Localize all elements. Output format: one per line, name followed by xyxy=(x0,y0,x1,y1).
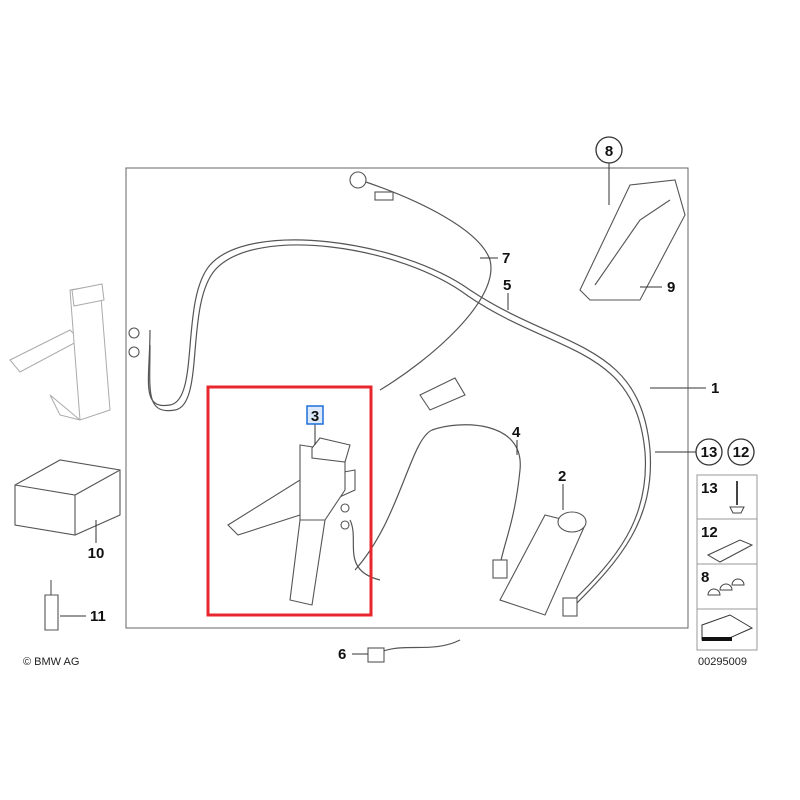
part-3-jack xyxy=(227,437,356,606)
legend-label-12: 12 xyxy=(701,524,718,541)
copyright: © BMW AG xyxy=(23,656,79,668)
assembly-frame xyxy=(125,167,689,629)
cable-clip-icon xyxy=(706,539,754,563)
callout-6[interactable]: 6 xyxy=(338,646,346,663)
legend-label-8: 8 xyxy=(701,569,709,586)
part-2-switch xyxy=(499,511,587,616)
callout-8[interactable]: 8 xyxy=(605,143,613,160)
diagram-number: 00295009 xyxy=(698,656,747,668)
callout-13[interactable]: 13 xyxy=(701,444,718,461)
callout-12[interactable]: 12 xyxy=(733,444,750,461)
callout-7[interactable]: 7 xyxy=(502,250,510,267)
legend-panel: 13 12 8 xyxy=(696,474,758,651)
part-8-9-cover xyxy=(579,179,686,301)
callout-9[interactable]: 9 xyxy=(667,279,675,296)
bolt xyxy=(128,346,140,358)
highlight-box xyxy=(206,385,373,617)
callout-1[interactable]: 1 xyxy=(711,380,719,397)
arrow-icon xyxy=(701,614,754,641)
callout-circle-12 xyxy=(727,438,755,466)
callout-circle-13 xyxy=(695,438,723,466)
multi-clip-icon xyxy=(707,578,745,596)
leader-lines xyxy=(60,162,706,655)
part-10-box xyxy=(14,459,121,536)
callout-10[interactable]: 10 xyxy=(88,545,105,562)
callout-2[interactable]: 2 xyxy=(558,468,566,485)
part-6-connector xyxy=(367,647,385,663)
bolt xyxy=(128,327,140,339)
wiring-harness xyxy=(147,179,652,656)
connector-plug xyxy=(419,377,466,411)
callout-5[interactable]: 5 xyxy=(503,277,511,294)
rivet-icon xyxy=(729,481,745,514)
callout-11[interactable]: 11 xyxy=(90,608,106,625)
connector-part-4 xyxy=(492,559,508,579)
part-7-ground-wire xyxy=(349,171,394,201)
selected-callout-box xyxy=(306,405,324,425)
legend-label-13: 13 xyxy=(701,480,718,497)
callout-circle-8 xyxy=(595,136,623,164)
connector-part-1 xyxy=(562,597,578,617)
callout-4[interactable]: 4 xyxy=(512,424,521,441)
callout-3[interactable]: 3 xyxy=(311,408,319,425)
jack-background-illustration xyxy=(9,283,111,421)
part-11-clip xyxy=(44,580,59,631)
